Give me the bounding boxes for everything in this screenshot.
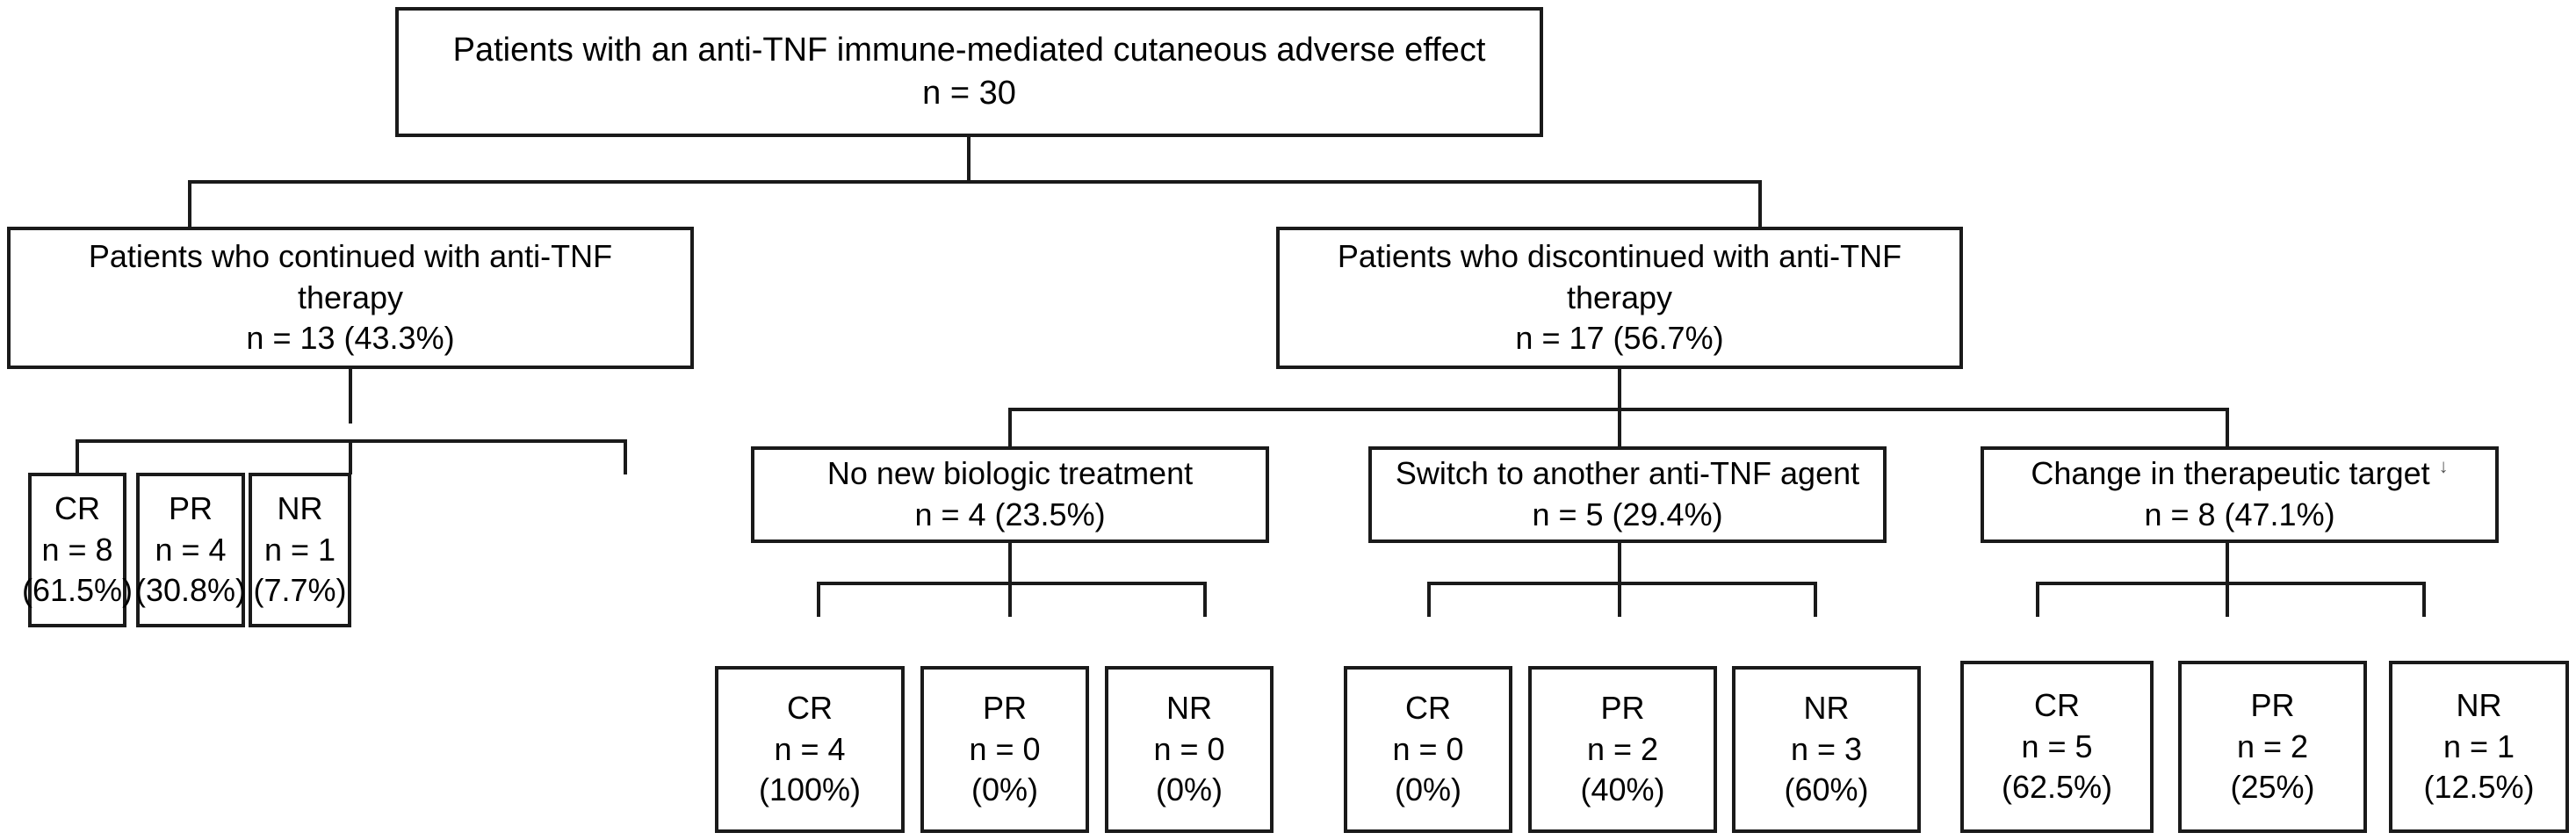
connector-switch-drop-nr (1814, 582, 1817, 617)
outcome-pct: (40%) (1580, 771, 1665, 808)
connector-continued-drop-pr (349, 439, 352, 474)
connector-switch-drop-pr (1618, 582, 1621, 617)
outcome-label: CR (787, 689, 833, 726)
outcome-n: n = 2 (2236, 728, 2309, 764)
outcome-pct: (25%) (2230, 769, 2315, 806)
connector-nonew-drop-pr (1008, 582, 1012, 617)
node-outcome-switch-cr: CR n = 0 (0%) (1344, 666, 1512, 833)
node-outcome-continued-pr: PR n = 4 (30.8%) (134, 473, 247, 627)
strategy-line1-text: No new biologic treatment (826, 455, 1194, 492)
outcome-n: n = 4 (155, 531, 227, 568)
outcome-label: PR (1600, 689, 1645, 726)
strategy-line2: n = 5 (29.4%) (1532, 496, 1723, 532)
outcome-n: n = 1 (263, 531, 336, 568)
strategy-line1-text: Change in therapeutic target (2031, 455, 2430, 492)
node-outcome-change-pr: PR n = 2 (25%) (2178, 661, 2367, 833)
connector-nonew-stem (1008, 543, 1012, 585)
outcome-n: n = 4 (774, 730, 846, 767)
connector-discontinued-stem (1618, 369, 1621, 411)
connector-root-to-continued (188, 180, 191, 228)
connector-continued-stem (349, 369, 352, 424)
outcome-label: NR (1166, 689, 1212, 726)
node-outcome-change-cr: CR n = 5 (62.5%) (1960, 661, 2154, 833)
node-strategy-change-target: Change in therapeutic target ↓ n = 8 (47.… (1981, 446, 2499, 543)
outcome-label: CR (2034, 686, 2080, 723)
outcome-pct: (12.5%) (2423, 769, 2535, 806)
node-discontinued: Patients who discontinued with anti-TNF … (1276, 227, 1963, 369)
connector-discontinued-drop-switch (1618, 408, 1621, 446)
connector-change-drop-nr (2422, 582, 2426, 617)
strategy-line1: No new biologic treatment (827, 453, 1193, 495)
outcome-n: n = 1 (2443, 728, 2515, 764)
outcome-label: PR (168, 489, 213, 526)
outcome-n: n = 3 (1790, 730, 1863, 767)
strategy-line1: Switch to another anti-TNF agent (1396, 453, 1859, 495)
node-strategy-switch-anti-tnf: Switch to another anti-TNF agent n = 5 (… (1368, 446, 1887, 543)
footnote-marker-icon: ↓ (2438, 455, 2449, 478)
strategy-line2: n = 4 (23.5%) (914, 496, 1106, 532)
node-continued-line1: Patients who continued with anti-TNF (88, 237, 613, 274)
connector-change-stem (2226, 543, 2229, 585)
connector-switch-stem (1618, 543, 1621, 585)
strategy-line1: Change in therapeutic target ↓ (2031, 453, 2448, 495)
node-root: Patients with an anti-TNF immune-mediate… (395, 7, 1543, 137)
node-outcome-switch-pr: PR n = 2 (40%) (1528, 666, 1717, 833)
outcome-label: CR (54, 489, 100, 526)
outcome-pct: (62.5%) (2001, 769, 2113, 806)
node-continued-line3: n = 13 (43.3%) (246, 320, 455, 357)
outcome-label: PR (982, 689, 1027, 726)
connector-discontinued-drop-nonew (1008, 408, 1012, 446)
connector-change-drop-cr (2036, 582, 2039, 617)
connector-switch-drop-cr (1427, 582, 1431, 617)
outcome-pct: (0%) (1394, 771, 1461, 808)
outcome-pct: (0%) (971, 771, 1038, 808)
connector-change-drop-pr (2226, 582, 2229, 617)
node-root-line1: Patients with an anti-TNF immune-mediate… (452, 31, 1486, 69)
outcome-pct: (60%) (1784, 771, 1869, 808)
node-outcome-continued-cr: CR n = 8 (61.5%) (22, 473, 133, 627)
outcome-label: NR (277, 489, 323, 526)
node-continued-line2: therapy (297, 279, 404, 315)
node-outcome-nonew-nr: NR n = 0 (0%) (1105, 666, 1274, 833)
connector-nonew-drop-cr (817, 582, 820, 617)
connector-nonew-drop-nr (1203, 582, 1207, 617)
node-discontinued-line2: therapy (1566, 279, 1673, 315)
outcome-label: CR (1405, 689, 1451, 726)
outcome-pct: (61.5%) (21, 572, 133, 609)
outcome-n: n = 0 (969, 730, 1041, 767)
node-discontinued-line1: Patients who discontinued with anti-TNF (1337, 237, 1902, 274)
outcome-pct: (0%) (1155, 771, 1223, 808)
node-outcome-nonew-cr: CR n = 4 (100%) (715, 666, 905, 833)
strategy-line2: n = 8 (47.1%) (2144, 496, 2335, 532)
outcome-n: n = 8 (41, 531, 113, 568)
node-outcome-continued-nr: NR n = 1 (7.7%) (249, 473, 351, 627)
connector-nonew-bus (817, 582, 1207, 585)
node-outcome-nonew-pr: PR n = 0 (0%) (920, 666, 1089, 833)
outcome-n: n = 0 (1392, 730, 1464, 767)
node-discontinued-line3: n = 17 (56.7%) (1515, 320, 1724, 357)
connector-continued-drop-nr (624, 439, 627, 474)
outcome-pct: (30.8%) (134, 572, 247, 609)
node-outcome-switch-nr: NR n = 3 (60%) (1732, 666, 1921, 833)
node-strategy-no-new-biologic: No new biologic treatment n = 4 (23.5%) (751, 446, 1269, 543)
outcome-pct: (100%) (758, 771, 862, 808)
node-outcome-change-nr: NR n = 1 (12.5%) (2389, 661, 2569, 833)
connector-root-to-discontinued (1758, 180, 1762, 228)
connector-discontinued-drop-change (2226, 408, 2229, 446)
connector-root-bus (188, 180, 1762, 184)
node-continued: Patients who continued with anti-TNF the… (7, 227, 694, 369)
connector-switch-bus (1427, 582, 1817, 585)
outcome-label: PR (2250, 686, 2295, 723)
outcome-label: NR (2456, 686, 2502, 723)
outcome-n: n = 2 (1586, 730, 1659, 767)
connector-root-stem (967, 137, 971, 183)
outcome-pct: (7.7%) (253, 572, 347, 609)
connector-change-bus (2036, 582, 2426, 585)
node-root-line2: n = 30 (922, 75, 1016, 112)
outcome-n: n = 0 (1153, 730, 1225, 767)
connector-continued-drop-cr (76, 439, 79, 474)
outcome-label: NR (1803, 689, 1850, 726)
strategy-line1-text: Switch to another anti-TNF agent (1395, 455, 1860, 492)
outcome-n: n = 5 (2021, 728, 2093, 764)
